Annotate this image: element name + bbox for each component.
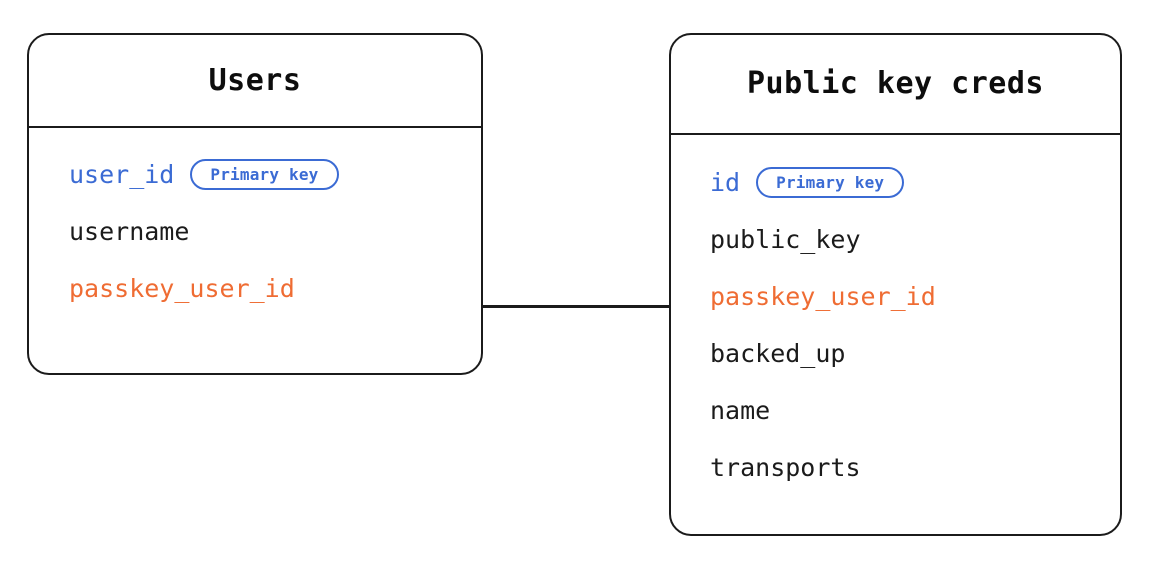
- entity-header-users: Users: [29, 35, 481, 128]
- field-name-public-key: public_key: [710, 225, 861, 254]
- field-row-backed-up[interactable]: backed_up: [710, 325, 1120, 382]
- field-name-id: id: [710, 168, 741, 197]
- field-row-users-passkey-user-id[interactable]: passkey_user_id: [69, 260, 481, 317]
- field-name-users-passkey-user-id: passkey_user_id: [69, 274, 295, 303]
- field-row-public-key[interactable]: public_key: [710, 211, 1120, 268]
- field-row-name[interactable]: name: [710, 382, 1120, 439]
- field-name-username: username: [69, 217, 190, 246]
- entity-card-public-key-creds[interactable]: Public key creds id Primary key public_k…: [669, 33, 1122, 536]
- entity-field-list-users: user_id Primary key username passkey_use…: [29, 128, 481, 317]
- field-row-id[interactable]: id Primary key: [710, 154, 1120, 211]
- field-row-pkcreds-passkey-user-id[interactable]: passkey_user_id: [710, 268, 1120, 325]
- entity-title-users: Users: [208, 62, 302, 98]
- field-name-user-id: user_id: [69, 160, 175, 189]
- field-row-user-id[interactable]: user_id Primary key: [69, 146, 481, 203]
- primary-key-badge-user-id: Primary key: [190, 159, 339, 190]
- field-name-transports: transports: [710, 453, 861, 482]
- field-row-transports[interactable]: transports: [710, 439, 1120, 496]
- entity-field-list-public-key-creds: id Primary key public_key passkey_user_i…: [671, 135, 1120, 496]
- field-name-name: name: [710, 396, 771, 425]
- relationship-connector-users-pkcreds: [481, 305, 671, 308]
- entity-header-public-key-creds: Public key creds: [671, 35, 1120, 135]
- entity-title-public-key-creds: Public key creds: [747, 66, 1044, 101]
- field-name-backed-up: backed_up: [710, 339, 846, 368]
- primary-key-badge-id: Primary key: [756, 167, 905, 198]
- primary-key-badge-label: Primary key: [210, 164, 319, 184]
- field-row-username[interactable]: username: [69, 203, 481, 260]
- field-name-pkcreds-passkey-user-id: passkey_user_id: [710, 282, 936, 311]
- entity-card-users[interactable]: Users user_id Primary key username passk…: [27, 33, 483, 375]
- primary-key-badge-label: Primary key: [776, 172, 885, 192]
